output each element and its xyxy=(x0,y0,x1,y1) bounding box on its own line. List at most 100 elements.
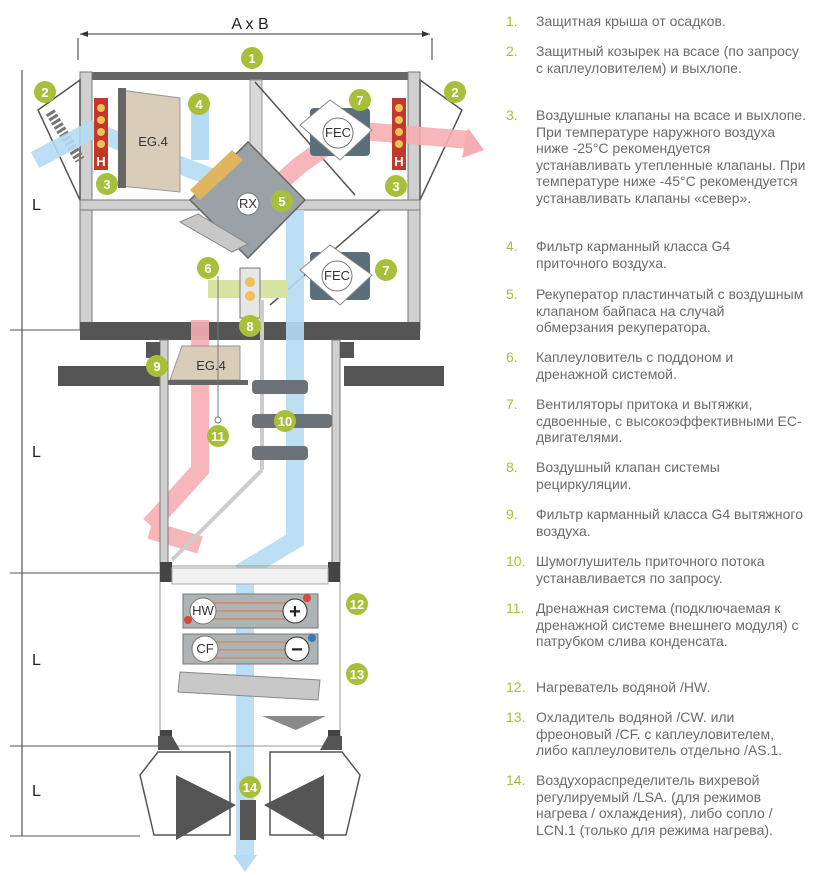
svg-text:4: 4 xyxy=(195,97,203,112)
air-diffuser xyxy=(139,736,361,840)
legend-num: 5. xyxy=(506,286,518,302)
recirculation-damper xyxy=(208,267,288,319)
level-label: L xyxy=(32,444,41,461)
svg-text:11: 11 xyxy=(211,429,225,444)
heater-label: HW xyxy=(192,603,214,618)
callout-badges: 1 2 2 3 3 4 5 6 7 7 8 9 10 11 12 13 14 xyxy=(34,47,466,798)
recuperator-label: RX xyxy=(239,196,257,211)
legend-item: 1.Защитная крыша от осадков. xyxy=(506,13,806,30)
badge-10: 10 xyxy=(274,410,296,432)
legend-item: 14.Воздухораспределитель вихревой регули… xyxy=(506,772,806,838)
legend-num: 1. xyxy=(506,13,518,29)
badge-2: 2 xyxy=(444,81,466,103)
badge-13: 13 xyxy=(346,663,368,685)
legend-item: 4.Фильтр карманный класса G4 приточного … xyxy=(506,238,806,271)
legend-num: 6. xyxy=(506,349,518,365)
fan-bottom-label: FEC xyxy=(324,268,350,283)
legend-num: 7. xyxy=(506,396,518,412)
legend-item: 11. Дренажная система (подключаемая к дре… xyxy=(506,600,806,650)
ventilation-unit-diagram: A x B L L L L xyxy=(10,16,484,872)
legend-item: 7. Вентиляторы притока и вытяжки, сдвоенн… xyxy=(506,396,806,446)
badge-5: 5 xyxy=(271,190,293,212)
legend-num: 8. xyxy=(506,459,518,475)
legend-num: 11. xyxy=(506,600,525,616)
filter-top: EG.4 xyxy=(118,88,181,193)
level-label: L xyxy=(32,197,41,214)
filter-bottom: EG.4 xyxy=(168,345,248,385)
heater-plus-icon: + xyxy=(289,601,301,623)
dimension-width: A x B xyxy=(77,16,433,60)
fan-bottom: FEC xyxy=(299,244,373,306)
legend-item: 6. Каплеуловитель с поддоном и дренажной … xyxy=(506,349,806,382)
legend-item: 5. Рекуператор пластинчатый с воздушным к… xyxy=(506,286,806,336)
damper-left: H xyxy=(94,98,108,170)
recuperator: RX xyxy=(188,140,307,260)
badge-6: 6 xyxy=(197,257,219,279)
droplet-separator xyxy=(177,671,326,730)
filter-bottom-label: EG.4 xyxy=(196,358,226,373)
legend-text: Воздушные клапаны на всасе и выхлопе. Пр… xyxy=(536,107,806,206)
badge-14: 14 xyxy=(239,776,261,798)
legend-text: Охладитель водяной /CW. или фреоновый /C… xyxy=(536,709,783,758)
cooler-label: CF xyxy=(196,641,213,656)
filter-top-label: EG.4 xyxy=(138,134,168,149)
svg-text:3: 3 xyxy=(392,179,399,194)
svg-text:6: 6 xyxy=(204,261,211,276)
legend-text: Каплеуловитель с поддоном и дренажной си… xyxy=(536,349,734,382)
level-label: L xyxy=(32,652,41,669)
svg-text:3: 3 xyxy=(103,177,110,192)
damper-right: H xyxy=(392,98,406,170)
legend-text: Фильтр карманный класса G4 вытяжного воз… xyxy=(536,506,804,539)
legend-text: Шумоглушитель приточного потока устанавл… xyxy=(536,553,765,586)
svg-text:10: 10 xyxy=(278,414,292,429)
legend-num: 3. xyxy=(506,107,518,123)
legend-num: 13. xyxy=(506,709,526,725)
legend-item: 12.Нагреватель водяной /HW. xyxy=(506,679,806,696)
badge-7: 7 xyxy=(375,259,397,281)
legend-num: 4. xyxy=(506,238,518,254)
legend-text: Рекуператор пластинчатый с воздушным кла… xyxy=(536,286,804,335)
fan-top-label: FEC xyxy=(325,125,351,140)
legend-item: 10. Шумоглушитель приточного потока устан… xyxy=(506,553,806,586)
badge-9: 9 xyxy=(146,355,168,377)
fan-top: FEC xyxy=(299,99,373,161)
badge-4: 4 xyxy=(188,93,210,115)
legend-num: 2. xyxy=(506,43,518,59)
heater-mark: H xyxy=(394,154,403,169)
legend-item: 13. Охладитель водяной /CW. или фреоновый… xyxy=(506,709,806,759)
drain-line xyxy=(214,276,222,424)
legend-num: 10. xyxy=(506,553,526,569)
cooler-minus-icon: − xyxy=(291,639,303,661)
badge-11: 11 xyxy=(207,425,229,447)
svg-text:1: 1 xyxy=(248,51,255,66)
heater-mark: H xyxy=(96,154,105,169)
svg-text:14: 14 xyxy=(243,780,258,795)
svg-text:2: 2 xyxy=(41,85,48,100)
legend-item: 9.Фильтр карманный класса G4 вытяжного в… xyxy=(506,506,806,539)
heater-coil: HW + xyxy=(182,593,319,629)
legend-item: 8. Воздушный клапан системы рециркуляции. xyxy=(506,459,806,492)
level-dimensions: L L L L xyxy=(10,70,160,837)
legend-text: Воздушный клапан системы рециркуляции. xyxy=(536,459,720,492)
svg-text:13: 13 xyxy=(350,667,364,682)
svg-text:2: 2 xyxy=(451,85,458,100)
badge-2: 2 xyxy=(34,81,56,103)
badge-7: 7 xyxy=(349,89,371,111)
svg-text:7: 7 xyxy=(382,263,389,278)
svg-text:8: 8 xyxy=(246,319,253,334)
legend-text: Дренажная система (подключаемая к дренаж… xyxy=(536,600,799,649)
legend-num: 14. xyxy=(506,772,526,788)
svg-text:9: 9 xyxy=(153,359,160,374)
legend-text: Вентиляторы притока и вытяжки, сдвоенные… xyxy=(536,396,802,445)
drip-eliminator xyxy=(178,213,250,253)
badge-8: 8 xyxy=(239,315,261,337)
level-label: L xyxy=(32,783,41,800)
dimension-label: A x B xyxy=(231,16,268,33)
legend-item: 2. Защитный козырек на всасе (по запросу … xyxy=(506,43,806,76)
svg-text:7: 7 xyxy=(356,93,363,108)
svg-text:5: 5 xyxy=(278,194,285,209)
svg-text:12: 12 xyxy=(350,597,364,612)
badge-1: 1 xyxy=(241,47,263,69)
legend-text: Защитный козырек на всасе (по запросу с … xyxy=(536,43,799,76)
legend-text: Нагреватель водяной /HW. xyxy=(536,679,711,695)
